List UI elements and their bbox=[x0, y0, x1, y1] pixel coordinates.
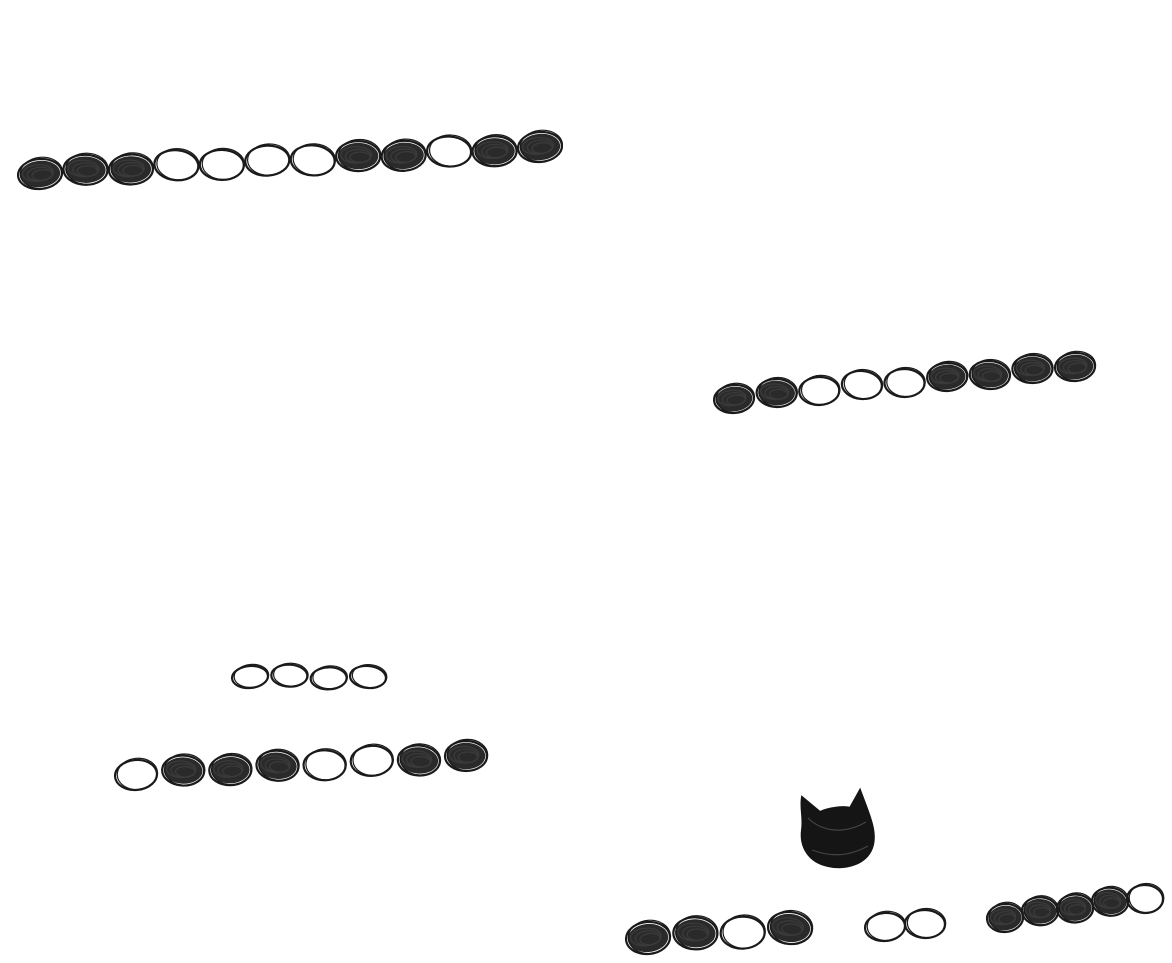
bead-stage-4-group-3-4 bbox=[1090, 885, 1130, 917]
bead-boat-2 bbox=[270, 662, 309, 688]
bead-stage-1-1 bbox=[16, 156, 64, 191]
bead-stage-1-5 bbox=[198, 147, 246, 182]
bead-stage-3-1 bbox=[113, 757, 159, 792]
bead-stage-1-11 bbox=[471, 134, 518, 168]
bead-stage-4-group-3-5 bbox=[1125, 882, 1165, 915]
bead-stage-2-6 bbox=[926, 360, 969, 393]
bead-stage-4-group-3-2 bbox=[1020, 895, 1060, 927]
bead-row-boat bbox=[230, 662, 388, 691]
bead-stage-4-group-1-3 bbox=[719, 914, 766, 950]
bead-stage-4-group-3-3 bbox=[1055, 892, 1095, 924]
arrow-stage3-to-stage4 bbox=[492, 682, 696, 842]
arrow-stage2-to-stage3 bbox=[308, 396, 686, 628]
bead-stage-2-8 bbox=[1011, 352, 1054, 385]
bead-stage-2-1 bbox=[712, 382, 756, 415]
cat-head-icon bbox=[800, 787, 875, 869]
mountain-icon bbox=[748, 274, 998, 355]
bead-stage-1-12 bbox=[516, 129, 564, 164]
bead-stage-3-5 bbox=[302, 748, 347, 782]
bead-stage-1-8 bbox=[335, 138, 382, 173]
bead-row-stage-4 bbox=[624, 882, 1165, 956]
bead-stage-3-7 bbox=[396, 743, 442, 777]
bead-stage-4-group-3-1 bbox=[985, 901, 1025, 934]
bead-boat-3 bbox=[309, 665, 349, 691]
bead-stage-1-3 bbox=[107, 152, 155, 186]
bead-stage-2-5 bbox=[883, 366, 926, 399]
bead-stage-4-group-1-4 bbox=[766, 909, 814, 946]
bead-stage-2-2 bbox=[755, 376, 798, 409]
bead-stage-4-group-2-1 bbox=[863, 910, 907, 943]
bead-stage-1-9 bbox=[380, 138, 427, 172]
bead-stage-2-3 bbox=[798, 374, 841, 407]
bead-stage-1-6 bbox=[244, 143, 291, 177]
bead-row-stage-1 bbox=[16, 129, 564, 191]
bead-stage-4-group-1-2 bbox=[672, 915, 719, 951]
bead-row-stage-2 bbox=[712, 350, 1097, 415]
bead-stage-1-2 bbox=[62, 152, 109, 186]
bead-stage-3-6 bbox=[349, 743, 394, 777]
bead-stage-4-group-2-2 bbox=[903, 907, 947, 940]
bead-stage-1-4 bbox=[153, 148, 200, 182]
bead-stage-2-9 bbox=[1053, 350, 1097, 383]
bead-stage-3-4 bbox=[255, 748, 300, 782]
bead-stage-3-2 bbox=[161, 753, 206, 787]
bead-stage-1-7 bbox=[289, 143, 336, 177]
bead-stage-3-8 bbox=[443, 738, 489, 773]
bead-row-stage-3 bbox=[113, 738, 489, 792]
bead-stage-1-10 bbox=[426, 134, 473, 168]
bead-stage-2-4 bbox=[840, 368, 884, 401]
plant-icon bbox=[250, 14, 358, 104]
arrow-stage1-to-stage2 bbox=[523, 50, 706, 284]
bead-boat-1 bbox=[230, 663, 270, 690]
bead-stage-4-group-1-1 bbox=[624, 919, 672, 956]
bead-boat-4 bbox=[348, 664, 388, 690]
bead-stage-2-7 bbox=[968, 358, 1012, 391]
bead-stage-3-3 bbox=[208, 752, 253, 787]
